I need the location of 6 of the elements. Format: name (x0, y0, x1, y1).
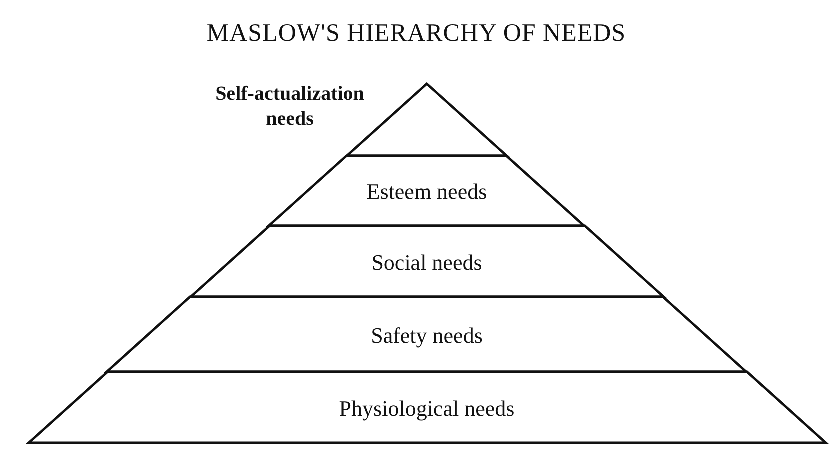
diagram-title: MASLOW'S HIERARCHY OF NEEDS (206, 20, 628, 48)
level-label: Safety needs (371, 322, 483, 348)
level-label: Esteem needs (366, 179, 488, 205)
level-label: Physiological needs (339, 396, 515, 422)
level-label: Social needs (372, 250, 482, 276)
level-label: Self-actualization needs (214, 82, 366, 132)
